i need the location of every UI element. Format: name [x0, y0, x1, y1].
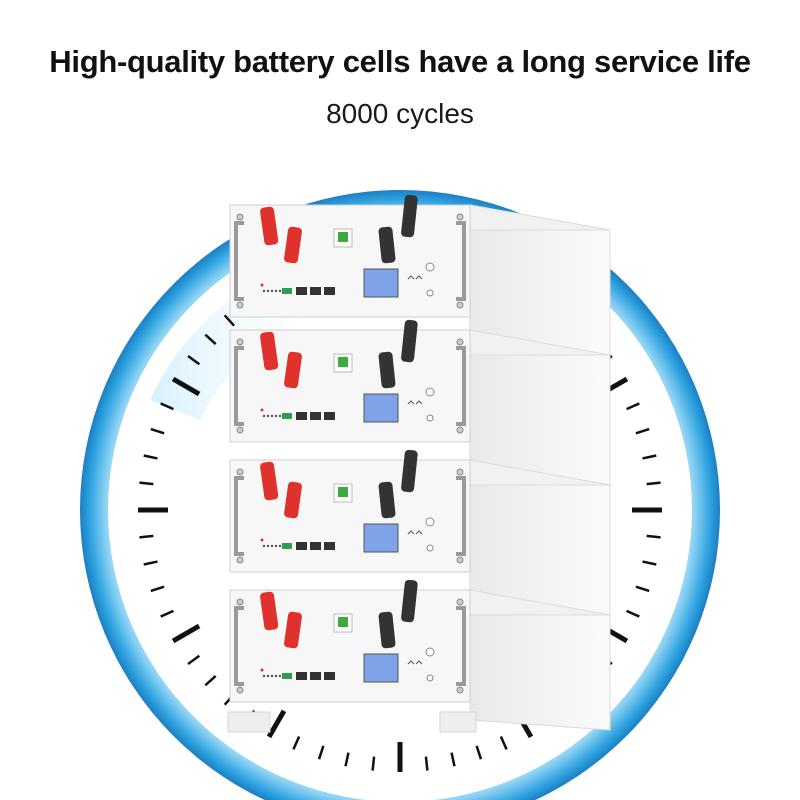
minor-tick: [139, 534, 154, 539]
minor-tick: [635, 427, 650, 435]
negative-terminal-icon: [378, 351, 396, 389]
battery-module: [229, 449, 611, 573]
minor-tick: [371, 756, 376, 771]
module-front-panel: [229, 329, 471, 443]
minor-tick: [646, 534, 661, 539]
minor-tick: [626, 609, 640, 618]
lcd-display: [363, 523, 399, 553]
battery-module: [229, 319, 611, 443]
lcd-display: [363, 268, 399, 298]
negative-terminal-icon: [378, 481, 396, 519]
minor-tick: [150, 585, 165, 593]
minor-tick: [317, 745, 325, 760]
positive-terminal-icon: [284, 226, 302, 264]
positive-terminal-icon: [260, 591, 279, 631]
minor-tick: [499, 736, 508, 750]
negative-terminal-icon: [378, 226, 396, 264]
minor-tick: [344, 752, 350, 767]
cycle-count-label: 8000 cycles: [326, 98, 474, 129]
positive-terminal-icon: [260, 461, 279, 501]
headline: High-quality battery cells have a long s…: [49, 44, 751, 79]
negative-terminal-icon: [378, 611, 396, 649]
minor-tick: [223, 314, 235, 327]
positive-terminal-icon: [284, 351, 302, 389]
negative-terminal-icon: [401, 319, 418, 363]
battery-module: [229, 194, 611, 318]
major-tick: [266, 709, 287, 739]
negative-terminal-icon: [401, 449, 418, 493]
minor-tick: [143, 560, 158, 566]
minor-tick: [204, 333, 217, 345]
positive-terminal-icon: [284, 481, 302, 519]
minor-tick: [424, 756, 429, 771]
minor-tick: [450, 752, 456, 767]
lcd-display: [363, 393, 399, 423]
minor-tick: [187, 654, 201, 666]
minor-tick: [204, 675, 217, 687]
minor-tick: [292, 736, 301, 750]
negative-terminal-icon: [401, 579, 418, 623]
lcd-display: [363, 653, 399, 683]
minor-tick: [150, 427, 165, 435]
positive-terminal-icon: [260, 206, 279, 246]
minor-tick: [143, 454, 158, 460]
minor-tick: [626, 402, 640, 411]
minor-tick: [646, 481, 661, 486]
minor-tick: [642, 560, 657, 566]
negative-terminal-icon: [401, 194, 418, 238]
minor-tick: [642, 454, 657, 460]
minor-tick: [475, 745, 483, 760]
positive-terminal-icon: [284, 611, 302, 649]
minor-tick: [187, 354, 201, 366]
minor-tick: [160, 402, 174, 411]
positive-terminal-icon: [260, 331, 279, 371]
major-tick: [171, 623, 201, 644]
minor-tick: [139, 481, 154, 486]
major-tick: [171, 376, 201, 397]
battery-module: [229, 579, 611, 703]
minor-tick: [635, 585, 650, 593]
minor-tick: [160, 609, 174, 618]
